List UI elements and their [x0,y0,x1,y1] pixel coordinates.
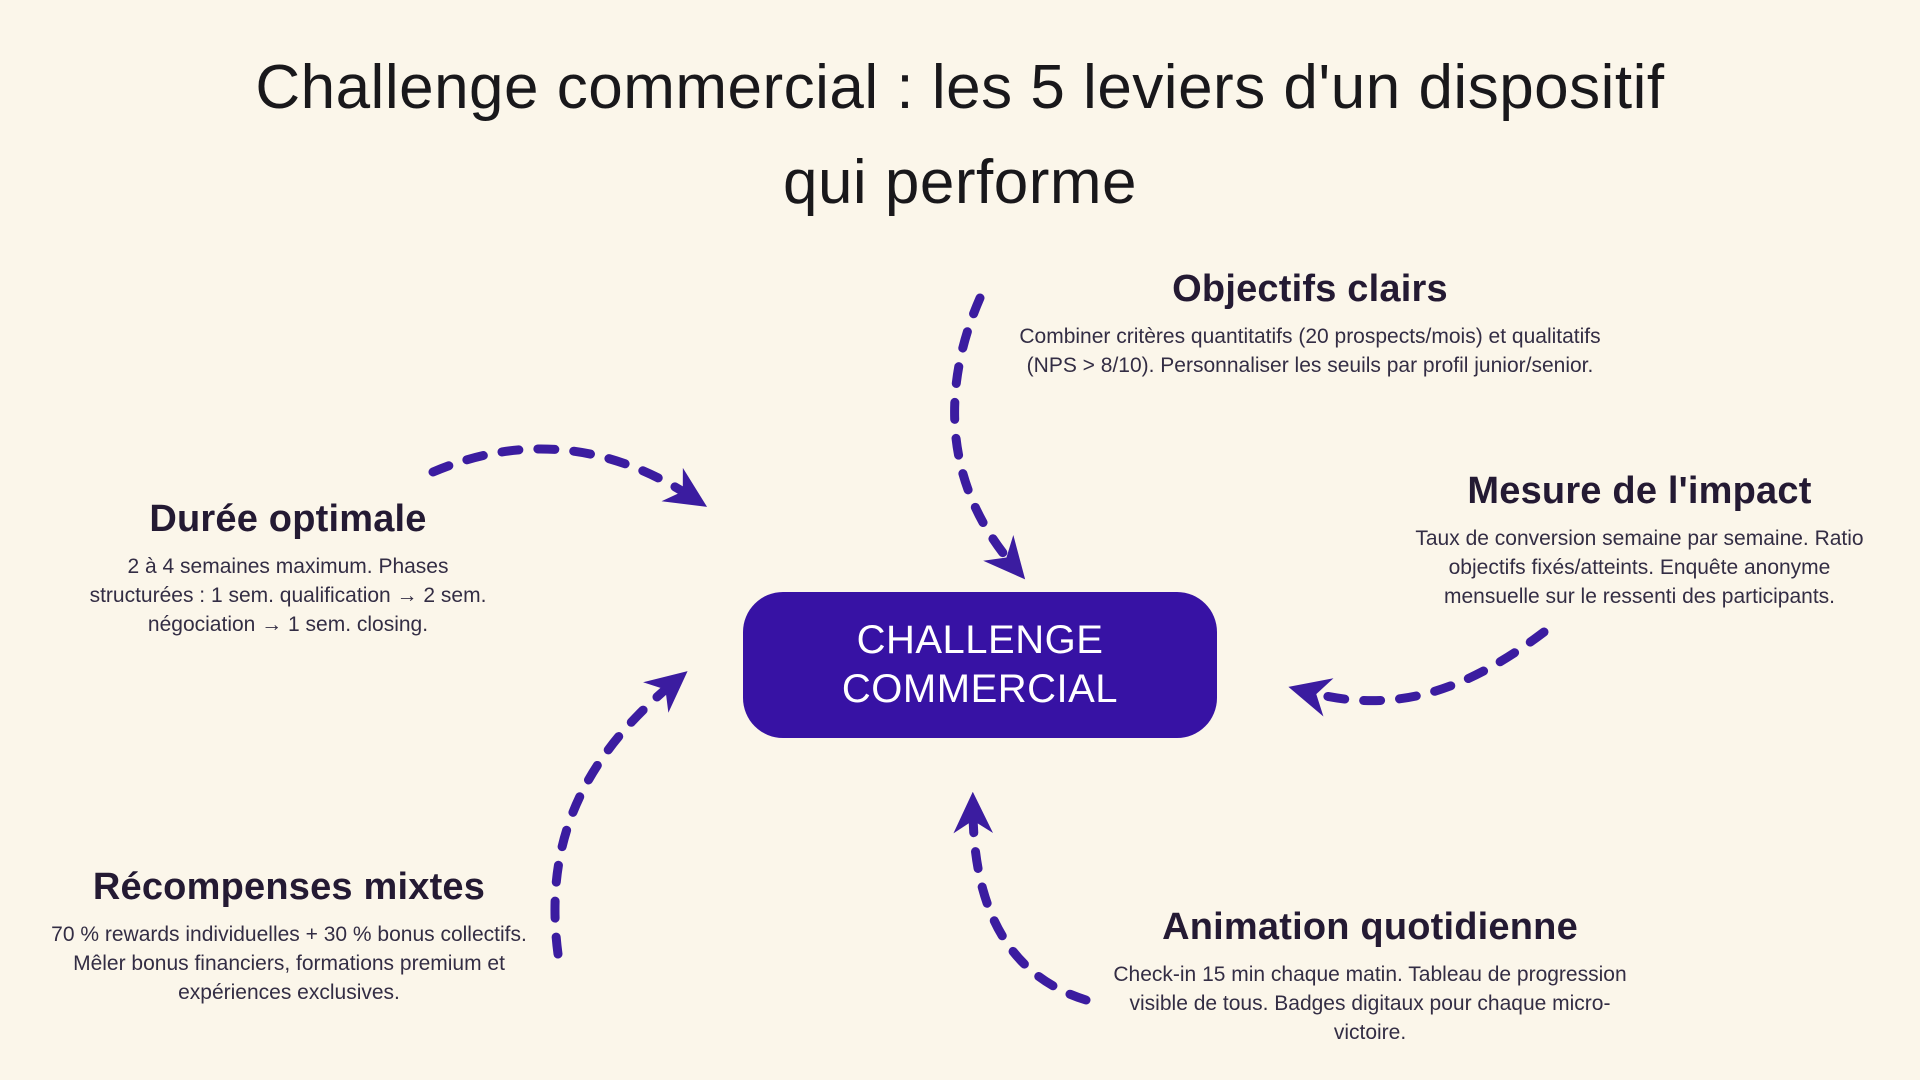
section-heading: Durée optimale [149,498,427,540]
page-title: Challenge commercial : les 5 leviers d'u… [0,40,1920,230]
page-title-line-2: qui performe [782,148,1138,217]
dashed-arrow-animation-to-center [953,791,1091,1005]
section-body: Check-in 15 min chaque matin. Tableau de… [1113,963,1627,1044]
section-mesure-impact: Mesure de l'impact Taux de conversion se… [1412,470,1867,612]
section-recompenses-mixtes: Récompenses mixtes 70 % rewards individu… [48,866,530,1008]
dashed-arrow-recompenses-to-center [550,671,688,959]
section-heading: Animation quotidienne [1162,906,1578,948]
dashed-arrow-duree-to-center [428,444,708,507]
section-body: Taux de conversion semaine par semaine. … [1415,527,1864,608]
section-body: 2 à 4 semaines maximum. Phases structuré… [89,555,487,636]
central-node: CHALLENGE COMMERCIAL [743,592,1217,738]
section-body: 70 % rewards individuelles + 30 % bonus … [51,923,527,1004]
section-animation-quotidienne: Animation quotidienne Check-in 15 min ch… [1096,906,1644,1048]
section-duree-optimale: Durée optimale 2 à 4 semaines maximum. P… [88,498,488,640]
section-heading: Mesure de l'impact [1467,470,1812,512]
section-heading: Récompenses mixtes [92,866,486,908]
section-objectifs-clairs: Objectifs clairs Combiner critères quant… [1010,268,1610,381]
page-title-line-1: Challenge commercial : les 5 leviers d'u… [255,53,1665,122]
section-heading: Objectifs clairs [1172,268,1448,310]
dashed-arrow-objectifs-to-center [950,293,1026,580]
section-body: Combiner critères quantitatifs (20 prosp… [1019,325,1601,377]
dashed-arrow-mesure-to-center [1288,627,1549,717]
